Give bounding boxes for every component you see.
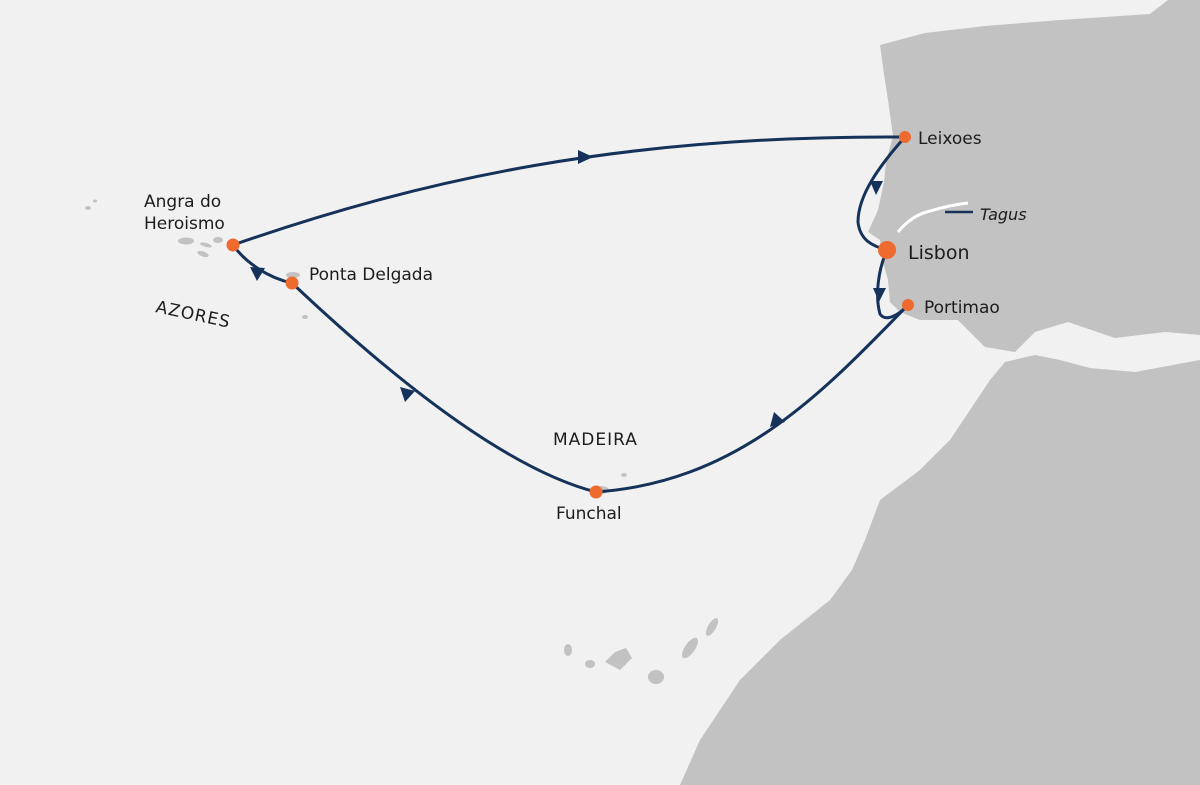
tagus-river: [896, 201, 969, 233]
route-segment-ponta-delgada-angra: [231, 243, 294, 285]
direction-arrow: [870, 181, 883, 195]
africa-landmass: [680, 355, 1200, 785]
route-segment-leixoes-lisbon: [856, 135, 907, 252]
label-portimao: Portimao: [924, 298, 1000, 318]
direction-arrow: [250, 267, 265, 281]
direction-arrow: [873, 288, 886, 302]
label-azores: AZORES: [154, 297, 233, 332]
label-leixoes: Leixoes: [918, 129, 982, 149]
direction-arrow: [578, 150, 593, 164]
azores-islands: [85, 199, 308, 319]
direction-arrow: [400, 387, 415, 402]
direction-arrow: [770, 412, 785, 427]
port-markers: [226, 131, 914, 499]
port-marker-portimao[interactable]: [902, 299, 914, 311]
route-segment-funchal-ponta-delgada: [290, 281, 598, 494]
label-funchal: Funchal: [556, 504, 622, 524]
canary-islands: [564, 618, 719, 684]
port-marker-angra[interactable]: [226, 238, 240, 252]
route-segment-portimao-funchal: [594, 303, 910, 494]
label-tagus: Tagus: [980, 205, 1027, 224]
port-marker-leixoes[interactable]: [899, 131, 911, 143]
label-ponta-delgada: Ponta Delgada: [309, 265, 433, 285]
route-segment-angra-leixoes: [231, 135, 907, 247]
label-lisbon: Lisbon: [908, 242, 970, 264]
iberia-landmass: [868, 0, 1200, 352]
port-marker-ponta-delgada[interactable]: [285, 276, 299, 290]
mediterranean-sea: [1035, 326, 1200, 370]
label-angra-line2: Heroismo: [144, 214, 225, 234]
port-marker-lisbon[interactable]: [878, 241, 896, 259]
port-marker-funchal[interactable]: [589, 485, 603, 499]
route-arrows: [250, 150, 886, 427]
label-madeira: MADEIRA: [553, 430, 638, 450]
label-angra-line1: Angra do: [144, 192, 221, 212]
